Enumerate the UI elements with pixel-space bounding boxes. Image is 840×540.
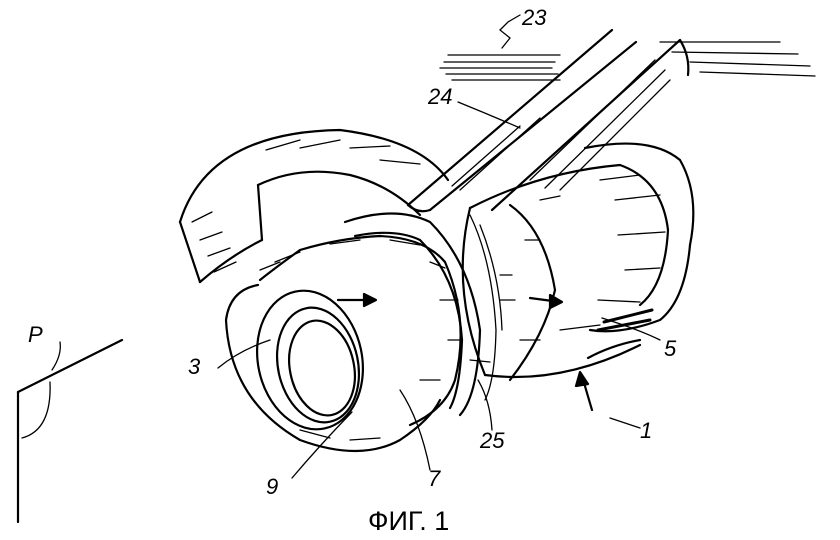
- back-half-shell: [178, 128, 450, 284]
- plane-p-symbol: [16, 338, 124, 524]
- front-ring: [224, 234, 463, 453]
- tool-24: [406, 28, 690, 213]
- figure-caption: ФИГ. 1: [368, 506, 449, 536]
- label-1: 1: [640, 418, 652, 443]
- leader-lines: [217, 14, 661, 479]
- cylinder-body: [461, 142, 695, 382]
- label-23: 23: [521, 5, 547, 30]
- band-25: [343, 212, 503, 417]
- label-p: P: [28, 322, 43, 347]
- label-7: 7: [428, 466, 441, 491]
- label-3: 3: [188, 354, 201, 379]
- label-24: 24: [427, 84, 452, 109]
- reference-labels: 23 24 P 3 5 1 25 9 7: [28, 5, 677, 499]
- label-5: 5: [664, 336, 677, 361]
- label-9: 9: [266, 474, 278, 499]
- label-25: 25: [479, 428, 505, 453]
